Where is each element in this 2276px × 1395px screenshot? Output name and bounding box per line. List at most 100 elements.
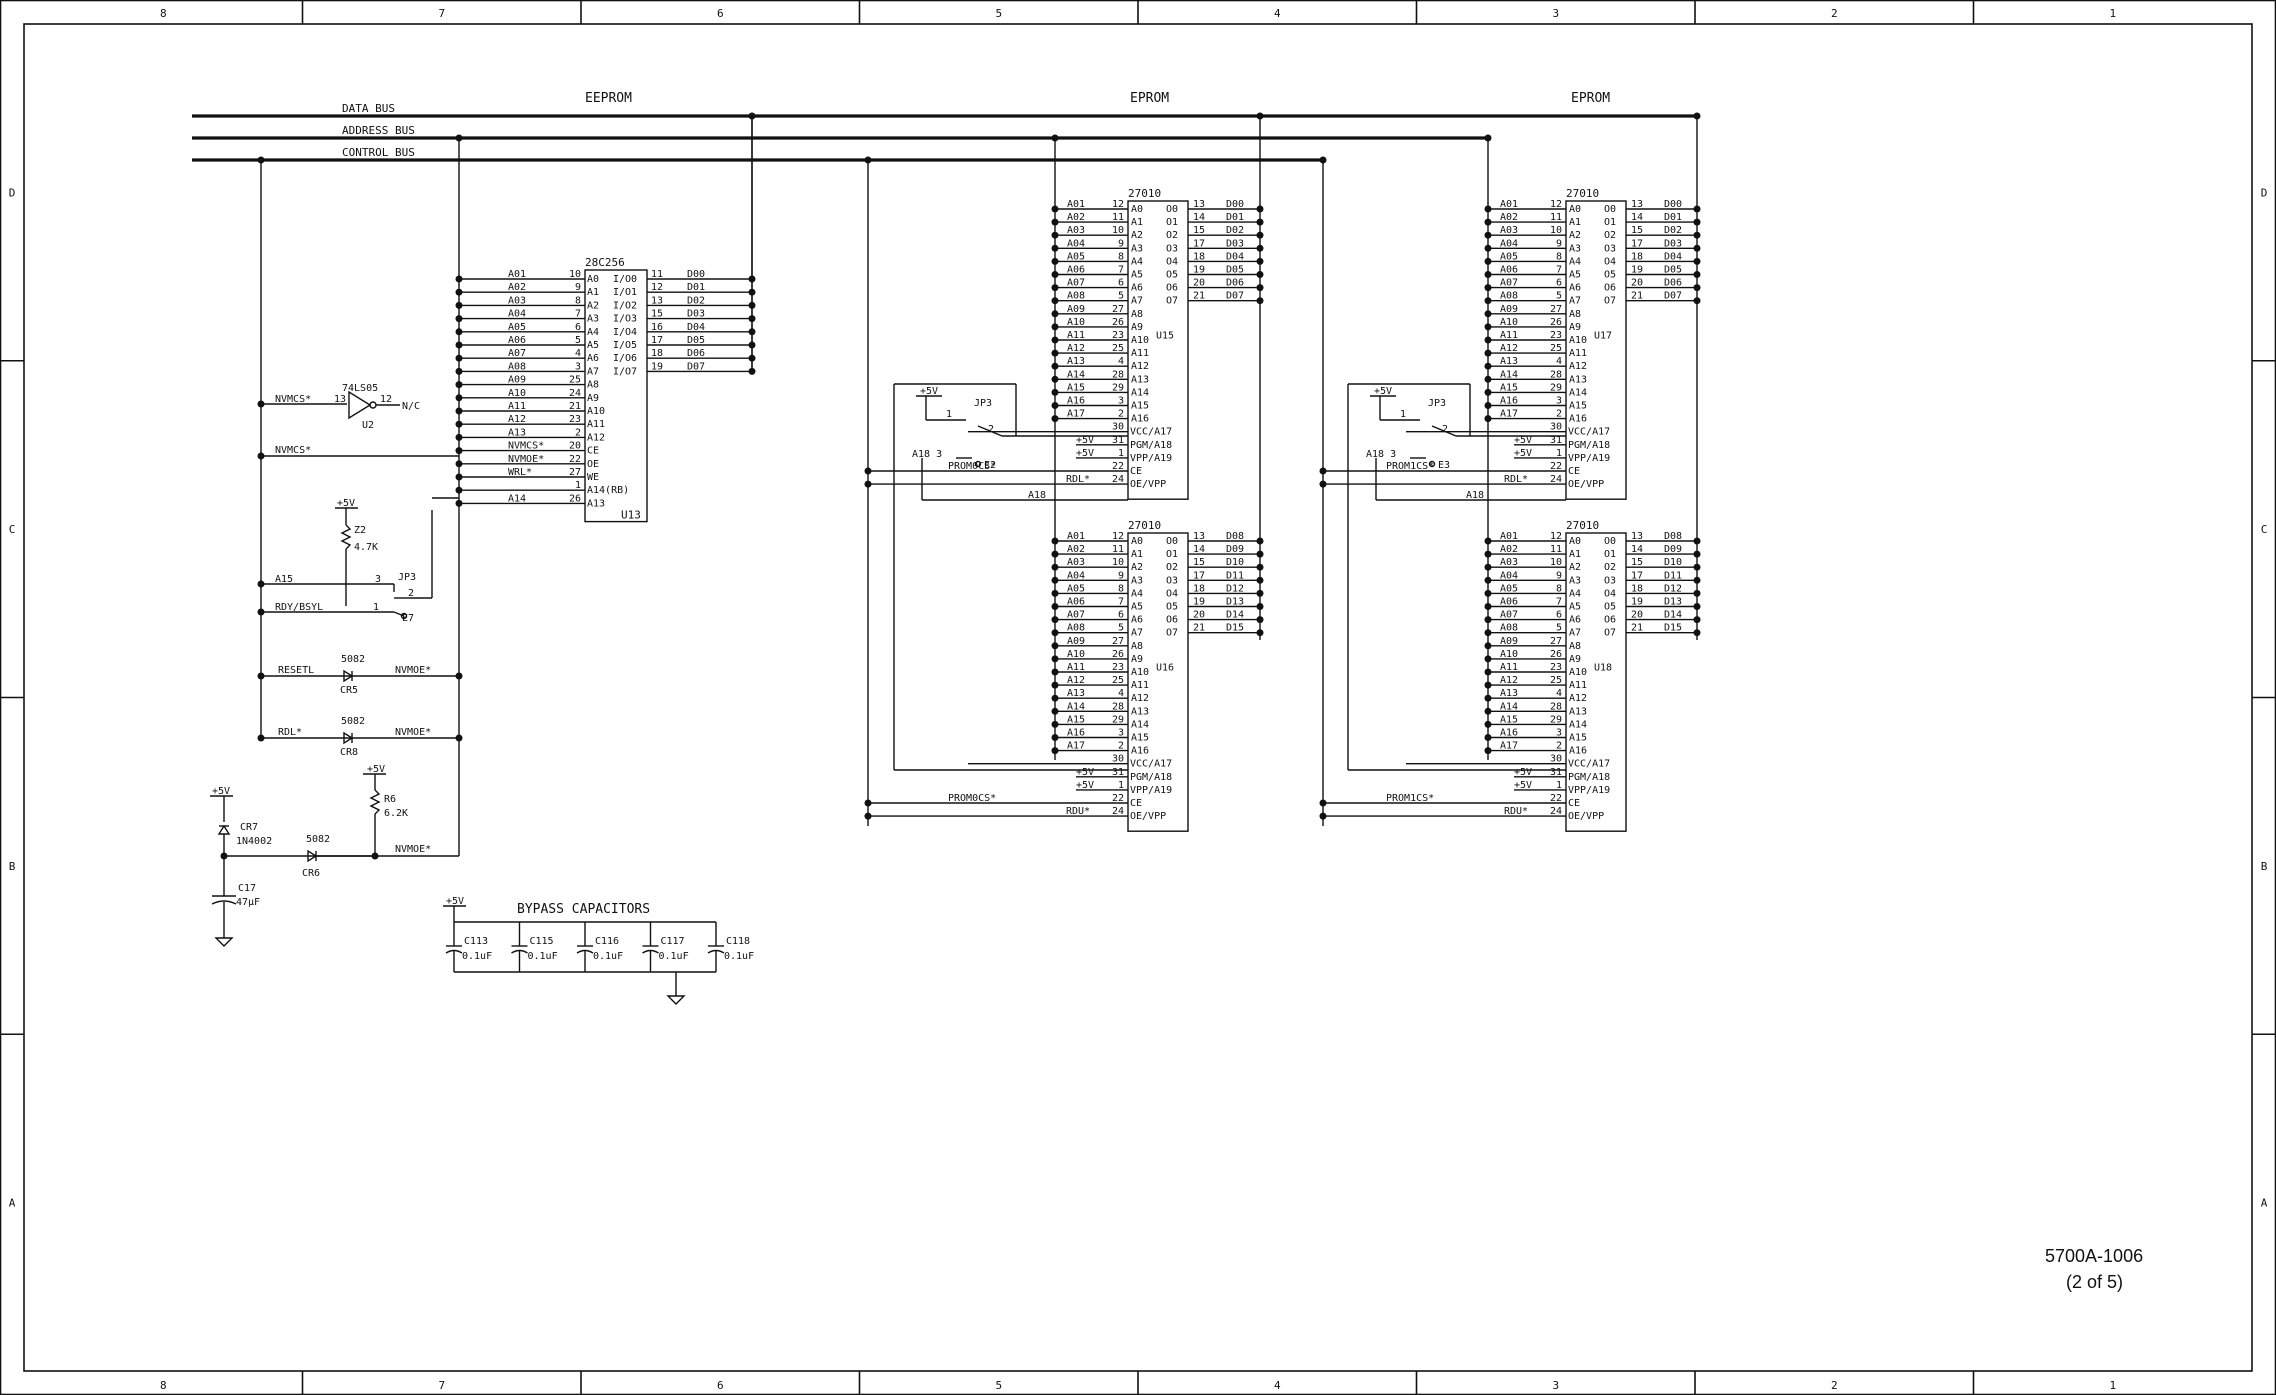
eprom-ctrl-number: 1	[1118, 780, 1124, 791]
junction-dot	[1256, 603, 1264, 610]
eprom-output-name: O5	[1604, 270, 1616, 281]
eprom-addr-number: 5	[1556, 291, 1562, 302]
eprom-data-net: D00	[1226, 199, 1244, 210]
eprom-ctrl-number: 30	[1112, 754, 1124, 765]
eprom-ctrl-name: VPP/A19	[1130, 453, 1172, 464]
u13-pin-name: A5	[587, 340, 599, 351]
eprom-addr-name: A7	[1569, 628, 1581, 639]
frame-column-label: 5	[995, 1379, 1002, 1392]
junction-dot	[1484, 603, 1492, 610]
junction-dot	[1051, 694, 1059, 702]
eprom-addr-net: A12	[1067, 675, 1085, 686]
junction-dot	[1256, 218, 1264, 226]
eprom-addr-net: A05	[1067, 251, 1085, 262]
eprom-data-net: D08	[1226, 531, 1244, 542]
eprom-addr-net: A14	[1067, 701, 1085, 712]
eprom-addr-number: 29	[1112, 714, 1124, 725]
u13-pin-net: A07	[508, 348, 526, 359]
eprom-output-name: O0	[1604, 536, 1616, 547]
junction-dot	[1051, 402, 1059, 409]
eprom-addr-number: 26	[1550, 317, 1562, 328]
junction-dot	[1051, 576, 1059, 584]
eprom-addr-net: A05	[1500, 251, 1518, 262]
eprom-output-number: 17	[1631, 570, 1643, 581]
u13-pin-net: A05	[508, 322, 526, 333]
eprom-addr-net: A04	[1500, 238, 1518, 249]
u13-pin-number: 21	[569, 401, 581, 412]
eprom-ctrl-number: 1	[1556, 780, 1562, 791]
diode-left-net: RDL*	[278, 727, 302, 738]
u13-pin-number: 8	[575, 295, 581, 306]
eprom-output-number: 13	[1193, 199, 1205, 210]
eprom-addr-net: A10	[1067, 317, 1085, 328]
eprom-addr-net: A04	[1500, 570, 1518, 581]
eprom-addr-number: 7	[1118, 265, 1124, 276]
eprom-addr-net: A02	[1500, 544, 1518, 555]
eprom-addr-name: A14	[1131, 387, 1149, 398]
junction-dot	[455, 473, 463, 481]
junction-dot	[1256, 257, 1264, 265]
eprom-ctrl-name: VCC/A17	[1130, 759, 1172, 770]
junction-dot	[1484, 707, 1492, 715]
z2-value-label: 4.7K	[354, 542, 378, 553]
jp3-terminal	[974, 460, 982, 468]
eprom-addr-number: 2	[1118, 741, 1124, 752]
control-bus-label: CONTROL BUS	[342, 146, 415, 159]
junction-dot	[1319, 812, 1327, 820]
jp3-left-ref: JP3	[398, 572, 416, 583]
junction-dot	[455, 301, 463, 309]
u13-pin-name: A3	[587, 314, 599, 325]
c17-plate-curved	[211, 900, 237, 905]
eprom-addr-name: A5	[1569, 602, 1581, 613]
eprom-output-number: 19	[1193, 597, 1205, 608]
u13-part-label: 28C256	[585, 256, 625, 269]
eprom-ce-net: PROM0CS*	[948, 461, 996, 472]
junction-dot	[455, 407, 463, 415]
eprom-output-name: O0	[1166, 204, 1178, 215]
eprom-ref-label: U18	[1594, 663, 1612, 674]
cr7-ref-label: CR7	[240, 822, 258, 833]
eprom-ctrl-name: CE	[1568, 466, 1580, 477]
junction-dot	[257, 734, 265, 742]
eprom-data-net: D06	[1664, 278, 1682, 289]
cr6-ref-label: CR6	[302, 868, 320, 879]
u13-pin-number: 20	[569, 441, 581, 452]
eprom-output-name: O2	[1166, 562, 1178, 573]
junction-dot	[1051, 310, 1059, 318]
eprom-output-number: 18	[1193, 583, 1205, 594]
eprom-output-name: O1	[1604, 549, 1616, 560]
junction-dot	[1484, 375, 1492, 383]
junction-dot	[1051, 284, 1059, 292]
jp3-ref: JP3	[1428, 398, 1446, 409]
u13-pin-number: 6	[575, 322, 581, 333]
junction-dot	[1484, 747, 1492, 755]
eprom-addr-net: A06	[1500, 597, 1518, 608]
eprom-output-name: O2	[1604, 562, 1616, 573]
diode-symbol	[343, 731, 354, 745]
eprom-addr-net: A10	[1500, 317, 1518, 328]
junction-dot	[1051, 244, 1059, 252]
eprom-addr-name: A11	[1569, 680, 1587, 691]
eprom-addr-name: A5	[1569, 270, 1581, 281]
junction-dot	[1256, 576, 1264, 584]
eprom-addr-number: 2	[1556, 741, 1562, 752]
junction-dot	[1693, 297, 1701, 305]
eprom-ctrl-name: CE	[1568, 798, 1580, 809]
eprom-addr-name: A8	[1569, 309, 1581, 320]
u13-pin-number: 10	[569, 269, 581, 280]
eprom-addr-name: A12	[1569, 693, 1587, 704]
eprom-data-net: D01	[1226, 212, 1244, 223]
junction-dot	[864, 799, 872, 807]
jp3-pin1: 1	[946, 409, 952, 420]
eprom-addr-net: A15	[1500, 382, 1518, 393]
eprom-addr-number: 23	[1112, 662, 1124, 673]
junction-dot	[1051, 205, 1059, 213]
junction-dot	[1693, 537, 1701, 545]
eprom-addr-name: A4	[1131, 588, 1143, 599]
eprom-part-label: 27010	[1566, 187, 1599, 200]
u13-ref-label: U13	[621, 509, 641, 522]
eprom-addr-net: A09	[1500, 636, 1518, 647]
u13-pin-name: A12	[587, 432, 605, 443]
eprom-addr-net: A16	[1067, 728, 1085, 739]
jp3-a18-pin3: A18 3	[912, 449, 942, 460]
